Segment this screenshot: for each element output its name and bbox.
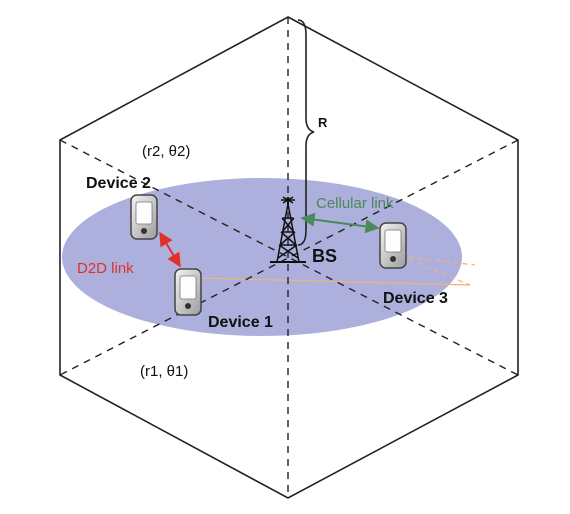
phone-icon — [174, 268, 202, 316]
cellular-link-arrow — [300, 212, 380, 234]
radius-brace — [297, 19, 315, 246]
base-station-label: BS — [312, 246, 337, 266]
radius-label: R — [318, 115, 328, 130]
interference-lines — [197, 255, 476, 286]
phone-icon — [379, 222, 407, 269]
device1-coordinates: (r1, θ1) — [140, 363, 188, 380]
device3-label: Device 3 — [383, 290, 448, 307]
device1-label: Device 1 — [208, 314, 273, 331]
d2d-link-label: D2D link — [77, 260, 134, 277]
d2d-link-arrow — [159, 231, 181, 268]
device2-label: Device 2 — [86, 175, 151, 192]
hexagon-diagonals — [59, 17, 519, 498]
device2-coordinates: (r2, θ2) — [142, 143, 190, 160]
cellular-link-label: Cellular link — [316, 195, 394, 212]
phone-icon — [130, 194, 158, 240]
tower-icon — [270, 196, 306, 263]
